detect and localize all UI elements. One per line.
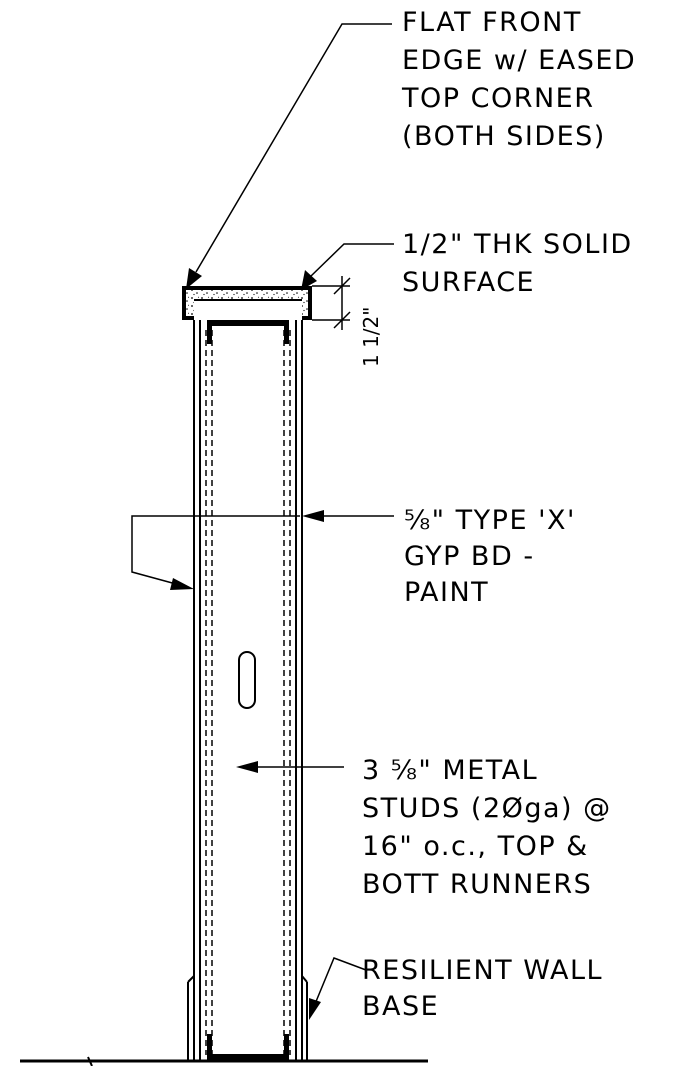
gypsum-board-left — [193, 300, 201, 1061]
top-runner — [207, 320, 289, 344]
cap-dimension — [312, 276, 351, 330]
leader-solid-surface — [310, 243, 394, 277]
arrowhead-gyp-board-right — [302, 510, 324, 522]
note-front-edge-line-2: EDGE w/ EASED — [402, 45, 636, 76]
note-wall-base-line-2: BASE — [362, 991, 439, 1022]
note-gyp-board-line-1: ⅝" TYPE 'X' — [404, 505, 576, 536]
note-gyp-board-line-2: GYP BD - — [404, 541, 535, 572]
arrowhead-solid-surface — [301, 270, 317, 290]
solid-surface-cap — [182, 286, 312, 320]
leader-gyp-board — [131, 515, 394, 585]
note-front-edge-line-4: (BOTH SIDES) — [402, 121, 606, 152]
note-solid-surface-line-1: 1/2" THK SOLID — [402, 229, 633, 260]
note-gyp-board: ⅝" TYPE 'X' GYP BD - PAINT — [404, 505, 576, 608]
arrowhead-front-edge — [186, 268, 202, 289]
note-solid-surface-line-2: SURFACE — [402, 267, 535, 298]
metal-stud-flanges — [205, 330, 291, 1055]
note-gyp-board-line-3: PAINT — [404, 577, 489, 608]
arrowhead-gyp-board-left — [170, 578, 194, 590]
leader-wall-base — [314, 957, 367, 1005]
bottom-runner — [207, 1034, 289, 1060]
note-front-edge-line-1: FLAT FRONT — [402, 7, 582, 38]
note-metal-studs: 3 ⅝" METAL STUDS (2Øga) @ 16" o.c., TOP … — [362, 755, 612, 900]
resilient-base-right — [301, 975, 308, 1061]
floor-tick — [87, 1056, 93, 1066]
leader-front-edge — [195, 23, 392, 273]
gypsum-board-right — [295, 300, 303, 1061]
arrowhead-wall-base — [309, 998, 321, 1020]
note-wall-base: RESILIENT WALL BASE — [362, 955, 603, 1022]
note-front-edge: FLAT FRONT EDGE w/ EASED TOP CORNER (BOT… — [401, 7, 636, 152]
resilient-base-left — [187, 975, 195, 1061]
note-metal-studs-line-4: BOTT RUNNERS — [362, 869, 592, 900]
note-solid-surface: 1/2" THK SOLID SURFACE — [402, 229, 633, 298]
note-metal-studs-line-2: STUDS (2Øga) @ — [362, 793, 612, 824]
note-metal-studs-line-1: 3 ⅝" METAL — [362, 755, 538, 786]
note-metal-studs-line-3: 16" o.c., TOP & — [362, 831, 589, 862]
stud-knockout — [238, 651, 256, 709]
cap-dimension-text: 1 1/2" — [359, 307, 383, 367]
note-wall-base-line-1: RESILIENT WALL — [362, 955, 603, 986]
arrowhead-metal-studs — [236, 761, 258, 773]
note-front-edge-line-3: TOP CORNER — [401, 83, 595, 114]
